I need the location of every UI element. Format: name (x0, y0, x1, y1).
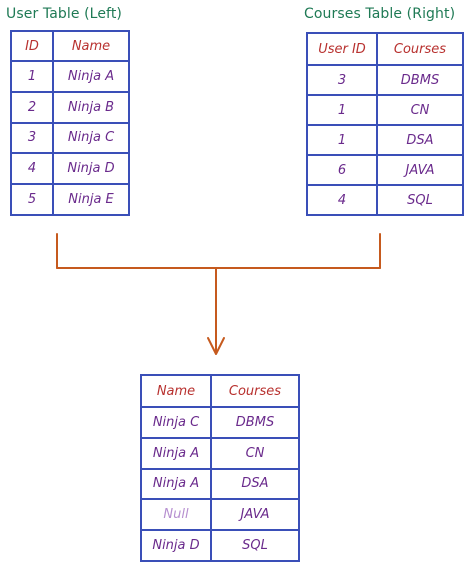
table-row: 1 DSA (306, 124, 464, 156)
table-row: 5 Ninja E (10, 183, 130, 216)
table-cell: 6 (306, 154, 378, 186)
table-row: 6 JAVA (306, 154, 464, 186)
table-cell: 3 (306, 64, 378, 96)
table-cell: 1 (306, 124, 378, 156)
table-cell: CN (210, 436, 300, 470)
table-row: Ninja A DSA (140, 467, 300, 501)
table-cell: SQL (376, 184, 464, 216)
user-table-caption: User Table (Left) (6, 6, 122, 22)
table-cell: Ninja B (52, 90, 130, 124)
table-row: Ninja D SQL (140, 529, 300, 562)
table-cell: DBMS (376, 64, 464, 96)
table-cell: Ninja A (52, 60, 130, 93)
courses-table-caption: Courses Table (Right) (304, 6, 456, 22)
table-cell: Ninja C (52, 121, 130, 155)
table-row: 2 Ninja B (10, 90, 130, 124)
table-cell: JAVA (210, 498, 300, 532)
table-row: 3 Ninja C (10, 121, 130, 155)
column-header: Name (140, 374, 212, 408)
arrow-head-icon (207, 337, 225, 355)
table-cell: JAVA (376, 154, 464, 186)
table-row: Null JAVA (140, 498, 300, 532)
table-cell: Ninja D (140, 529, 212, 562)
table-cell: 4 (10, 152, 54, 186)
table-cell: Ninja A (140, 436, 212, 470)
table-cell: CN (376, 94, 464, 126)
column-header: User ID (306, 32, 378, 66)
result-table: Name Courses Ninja C DBMS Ninja A CN Nin… (140, 374, 300, 562)
table-cell: DBMS (210, 406, 300, 439)
column-header: Name (52, 30, 130, 62)
table-cell: DSA (210, 467, 300, 501)
table-row: 3 DBMS (306, 64, 464, 96)
table-cell: 2 (10, 90, 54, 124)
null-cell: Null (140, 498, 212, 532)
courses-table: User ID Courses 3 DBMS 1 CN 1 DSA 6 JAVA… (306, 32, 464, 216)
table-cell: 5 (10, 183, 54, 216)
table-cell: DSA (376, 124, 464, 156)
table-cell: Ninja D (52, 152, 130, 186)
table-row: 4 SQL (306, 184, 464, 216)
table-cell: Ninja A (140, 467, 212, 501)
column-header: Courses (210, 374, 300, 408)
table-cell: SQL (210, 529, 300, 562)
table-cell: Ninja C (140, 406, 212, 439)
table-row: Ninja A CN (140, 436, 300, 470)
table-header-row: ID Name (10, 30, 130, 62)
table-cell: 1 (306, 94, 378, 126)
table-cell: 3 (10, 121, 54, 155)
user-table: ID Name 1 Ninja A 2 Ninja B 3 Ninja C 4 … (10, 30, 130, 216)
column-header: Courses (376, 32, 464, 66)
table-row: Ninja C DBMS (140, 406, 300, 439)
column-header: ID (10, 30, 54, 62)
table-cell: 4 (306, 184, 378, 216)
table-header-row: User ID Courses (306, 32, 464, 66)
table-row: 1 Ninja A (10, 60, 130, 93)
table-cell: 1 (10, 60, 54, 93)
table-cell: Ninja E (52, 183, 130, 216)
table-header-row: Name Courses (140, 374, 300, 408)
table-row: 1 CN (306, 94, 464, 126)
table-row: 4 Ninja D (10, 152, 130, 186)
